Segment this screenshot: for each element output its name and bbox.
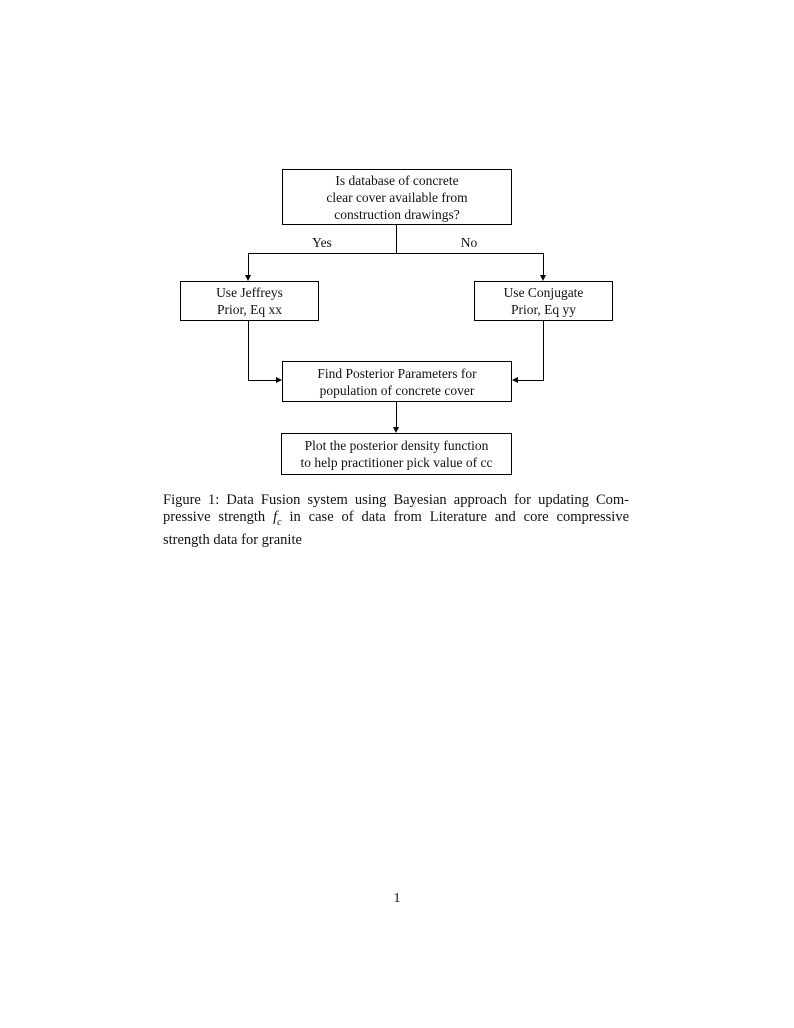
caption-line-3: strength data for granite — [163, 531, 302, 548]
math-subscript-c: c — [277, 517, 282, 529]
arrowhead-into-conjugate — [540, 275, 546, 281]
edge-label-no: No — [460, 235, 478, 250]
flowchart-node-jeffreys-prior: Use Jeffreys Prior, Eq xx — [180, 281, 319, 321]
caption-line-1: Figure 1: Data Fusion system using Bayes… — [163, 492, 629, 508]
connector-no-drop — [543, 253, 544, 277]
page-number: 1 — [393, 891, 401, 906]
connector-jeffreys-to-posterior — [248, 380, 278, 381]
arrowhead-into-posterior-right — [512, 377, 518, 383]
node-text-line: Prior, Eq xx — [216, 302, 283, 317]
connector-posterior-to-plot — [396, 402, 397, 428]
connector-yes-drop — [248, 253, 249, 277]
connector-question-stem — [396, 225, 397, 253]
node-text-line: Use Jeffreys — [216, 285, 283, 300]
flowchart-node-posterior-parameters: Find Posterior Parameters for population… — [282, 361, 512, 402]
arrowhead-into-plot — [393, 427, 399, 433]
edge-label-yes: Yes — [312, 235, 332, 250]
node-text-line: Find Posterior Parameters for — [317, 365, 477, 381]
math-variable-fc: f — [273, 509, 278, 526]
connector-conjugate-to-posterior — [517, 380, 544, 381]
node-text-line: clear cover available from — [326, 189, 468, 205]
node-text-line: to help practitioner pick value of cc — [300, 455, 493, 470]
caption-text: pressive strength — [163, 509, 274, 526]
connector-jeffreys-down — [248, 321, 249, 381]
node-text-line: population of concrete cover — [319, 382, 475, 398]
arrowhead-into-posterior-left — [276, 377, 282, 383]
node-text-line: construction drawings? — [334, 206, 460, 222]
node-text-line: Is database of concrete — [335, 172, 459, 188]
node-text-line: Prior, Eq yy — [510, 302, 577, 317]
caption-text: in case of data from Literature and core… — [281, 509, 629, 526]
flowchart-node-question: Is database of concrete clear cover avai… — [282, 169, 512, 225]
node-text-line: Plot the posterior density function — [304, 438, 489, 453]
figure-caption: Figure 1: Data Fusion system using Bayes… — [163, 492, 629, 549]
node-text-line: Use Conjugate — [503, 285, 584, 300]
arrowhead-into-jeffreys — [245, 275, 251, 281]
flowchart-node-conjugate-prior: Use Conjugate Prior, Eq yy — [474, 281, 613, 321]
connector-conjugate-down — [543, 321, 544, 381]
flowchart-node-plot-density: Plot the posterior density function to h… — [281, 433, 512, 475]
caption-line-2: pressive strength fc in case of data fro… — [163, 509, 629, 531]
connector-branch-horizontal — [248, 253, 544, 254]
